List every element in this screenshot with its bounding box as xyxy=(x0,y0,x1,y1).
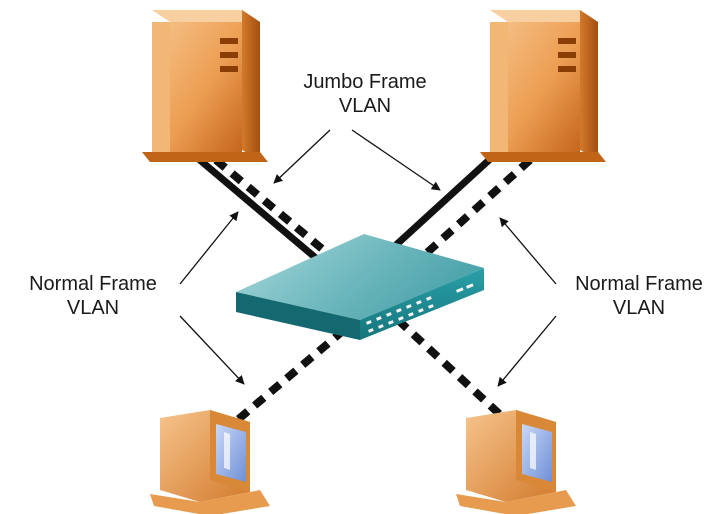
normal-left-label-line1: Normal Frame xyxy=(29,273,157,295)
workstation-left xyxy=(150,410,270,514)
server-right xyxy=(480,10,606,162)
normal-right-arrow-up xyxy=(499,217,557,285)
normal-link-right-server xyxy=(407,157,533,271)
normal-left-arrow-up xyxy=(179,211,239,285)
normal-link-left-server xyxy=(213,156,348,272)
jumbo-frame-vlan-label: Jumbo Frame VLAN xyxy=(270,70,460,118)
network-links xyxy=(185,147,533,432)
normal-frame-vlan-label-right: Normal Frame VLAN xyxy=(552,272,726,320)
jumbo-link-right xyxy=(381,147,503,259)
jumbo-arrow-left xyxy=(273,129,331,184)
workstation-right xyxy=(456,410,576,514)
normal-link-left-pc xyxy=(225,326,347,432)
normal-right-label-line1: Normal Frame xyxy=(575,273,703,295)
normal-left-arrow-down xyxy=(179,315,245,385)
jumbo-arrow-right xyxy=(351,129,441,191)
jumbo-label-line2: VLAN xyxy=(338,95,392,117)
normal-link-right-pc xyxy=(395,317,511,425)
switch-ports xyxy=(365,283,474,333)
normal-right-label-line2: VLAN xyxy=(612,297,666,319)
normal-left-label-line2: VLAN xyxy=(66,297,120,319)
server-left xyxy=(142,10,268,162)
jumbo-link-left xyxy=(185,147,333,273)
network-switch xyxy=(236,234,484,340)
normal-right-arrow-down xyxy=(497,315,557,387)
normal-frame-vlan-label-left: Normal Frame VLAN xyxy=(0,272,186,320)
jumbo-label-line1: Jumbo Frame xyxy=(303,71,427,93)
label-arrows xyxy=(179,129,557,387)
